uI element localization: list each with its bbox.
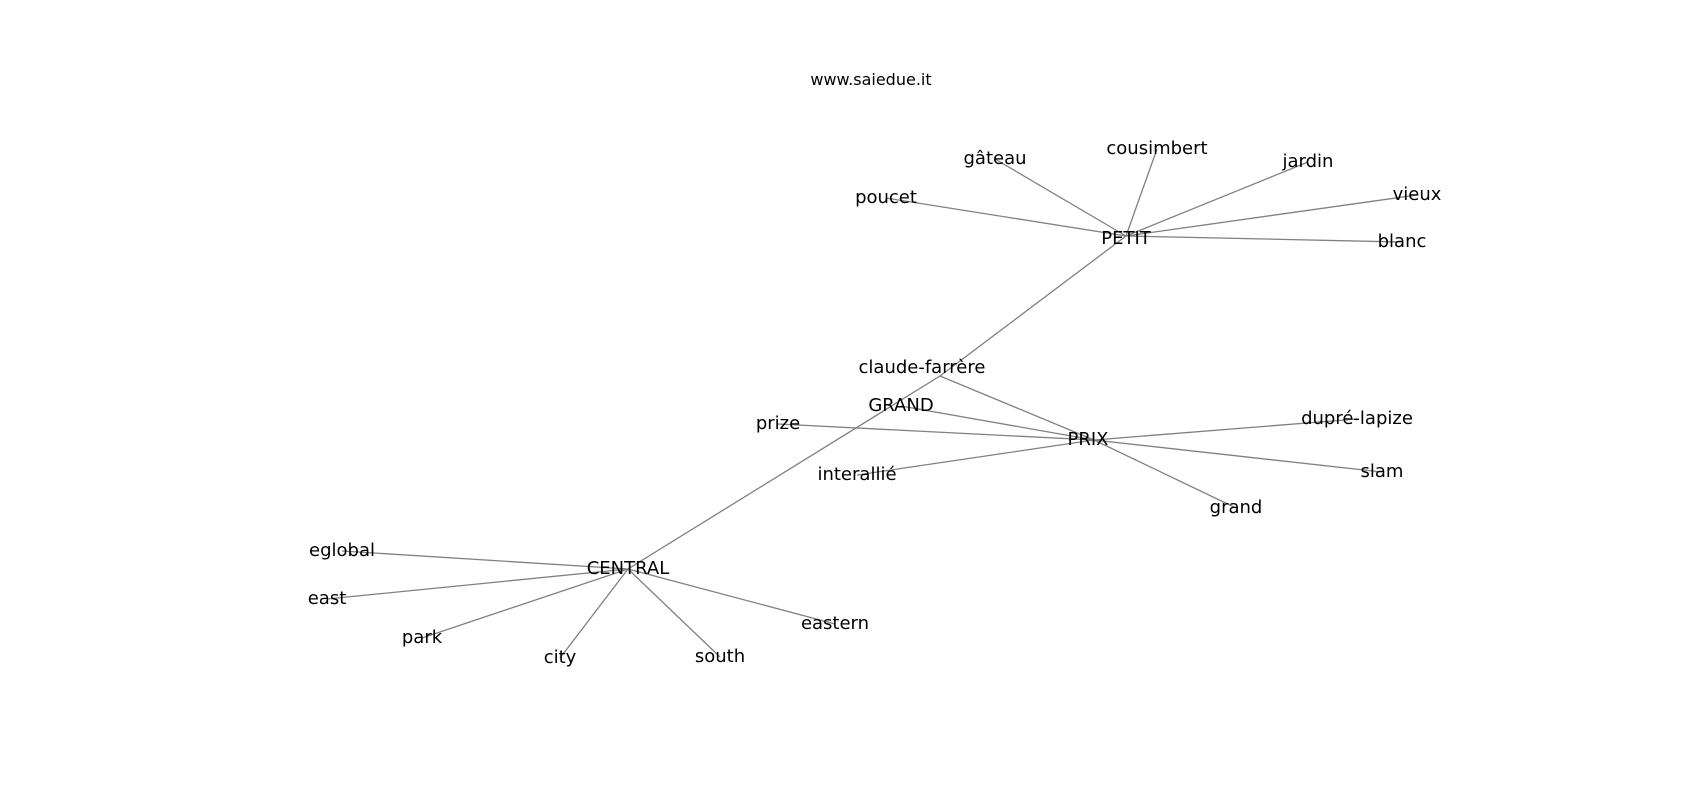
node-label-gateau: gâteau [963,148,1026,169]
node-label-interallie: interallié [817,464,896,485]
node-label-prize: prize [756,413,800,434]
edge-petit-vieux [1125,194,1418,237]
node-label-city: city [544,647,577,668]
edge-prix-dupre-lapize [1093,418,1358,441]
node-label-jardin: jardin [1282,151,1334,172]
node-label-claude-farrere: claude-farrère [859,357,986,378]
node-label-petit: PETIT [1101,228,1152,249]
node-label-eastern: eastern [801,613,869,634]
chart-title: www.saiedue.it [810,70,932,89]
edge-central-claude-farrere [627,375,941,570]
edge-prix-grand [900,405,1095,441]
node-label-central: CENTRAL [587,558,670,579]
edge-prix-claude-farrere [939,375,1095,441]
edge-central-park [421,568,629,639]
edge-petit-poucet [885,197,1127,237]
edge-petit-cousimbert [1125,148,1158,237]
edge-petit-jardin [1125,161,1309,237]
node-label-vieux: vieux [1393,184,1442,205]
edge-petit-blanc [1125,235,1403,243]
edge-prix-prize [777,423,1095,441]
node-layer: PETIT poucet gâteau cousimbert jardin vieux bl… [308,138,1442,668]
edge-central-east [326,568,629,600]
node-label-eglobal: eglobal [309,540,375,561]
node-label-grand: grand [1210,497,1263,518]
node-label-cousimbert: cousimbert [1106,138,1207,159]
node-label-slam: slam [1361,461,1404,482]
node-label-poucet: poucet [855,187,917,208]
edge-prix-interallie [856,439,1095,476]
node-label-grand: GRAND [868,395,933,416]
node-label-east: east [308,588,347,609]
node-label-blanc: blanc [1378,231,1427,252]
node-label-park: park [402,627,443,648]
node-label-prix: PRIX [1067,429,1108,450]
node-label-dupre-lapize: dupré-lapize [1301,408,1413,429]
edge-central-eastern [627,568,836,625]
edge-central-south [627,568,721,658]
edge-petit-claude-farrere [939,235,1127,377]
edge-prix-grand [1093,439,1237,509]
edge-layer [326,148,1418,659]
edge-central-city [559,568,629,659]
edge-petit-gateau [994,158,1127,237]
edge-prix-slam [1093,439,1383,473]
edge-central-eglobal [341,550,629,570]
node-label-south: south [695,646,745,667]
